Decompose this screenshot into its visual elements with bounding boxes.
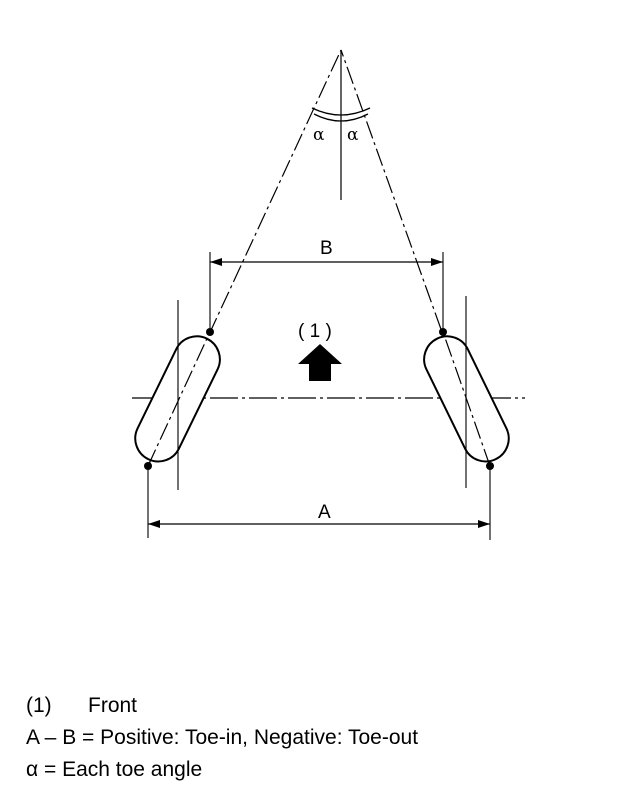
legend-item-toe-definition: A – B = Positive: Toe-in, Negative: Toe-…: [26, 722, 626, 754]
dimension-a-label: A: [318, 502, 331, 523]
angle-arc-inner: [313, 113, 369, 122]
dimension-b-arrow-left: [210, 258, 222, 266]
dimension-a-arrow-right: [478, 520, 490, 528]
right-rear-point: [486, 462, 494, 470]
legend-item-toe-definition-text: A – B = Positive: Toe-in, Negative: Toe-…: [26, 726, 419, 749]
front-arrow-icon: [298, 344, 342, 381]
right-wheel-line-overlay: [442, 331, 491, 467]
right-front-point: [439, 328, 447, 336]
front-marker-label: ( 1 ): [298, 321, 332, 342]
left-rear-point: [144, 462, 152, 470]
legend-item-toe-angle-text: α = Each toe angle: [26, 758, 203, 781]
alpha-label-left: α: [313, 125, 325, 145]
legend: (1) Front A – B = Positive: Toe-in, Negat…: [26, 690, 626, 786]
legend-item-front: (1) Front: [26, 690, 626, 722]
dimension-a-arrow-left: [148, 520, 160, 528]
legend-item-toe-angle: α = Each toe angle: [26, 754, 626, 786]
angle-arc-outer: [311, 107, 371, 116]
left-wheel-line-overlay: [147, 331, 211, 467]
left-front-point: [206, 328, 214, 336]
dimension-b-arrow-right: [431, 258, 443, 266]
alpha-label-right: α: [347, 125, 359, 145]
legend-item-front-text: Front: [88, 694, 138, 717]
legend-item-front-key: (1): [26, 694, 52, 717]
toe-alignment-diagram: α α B A ( 1 ): [132, 49, 525, 540]
left-wheel-line: [147, 49, 342, 467]
dimension-b-label: B: [320, 238, 333, 259]
